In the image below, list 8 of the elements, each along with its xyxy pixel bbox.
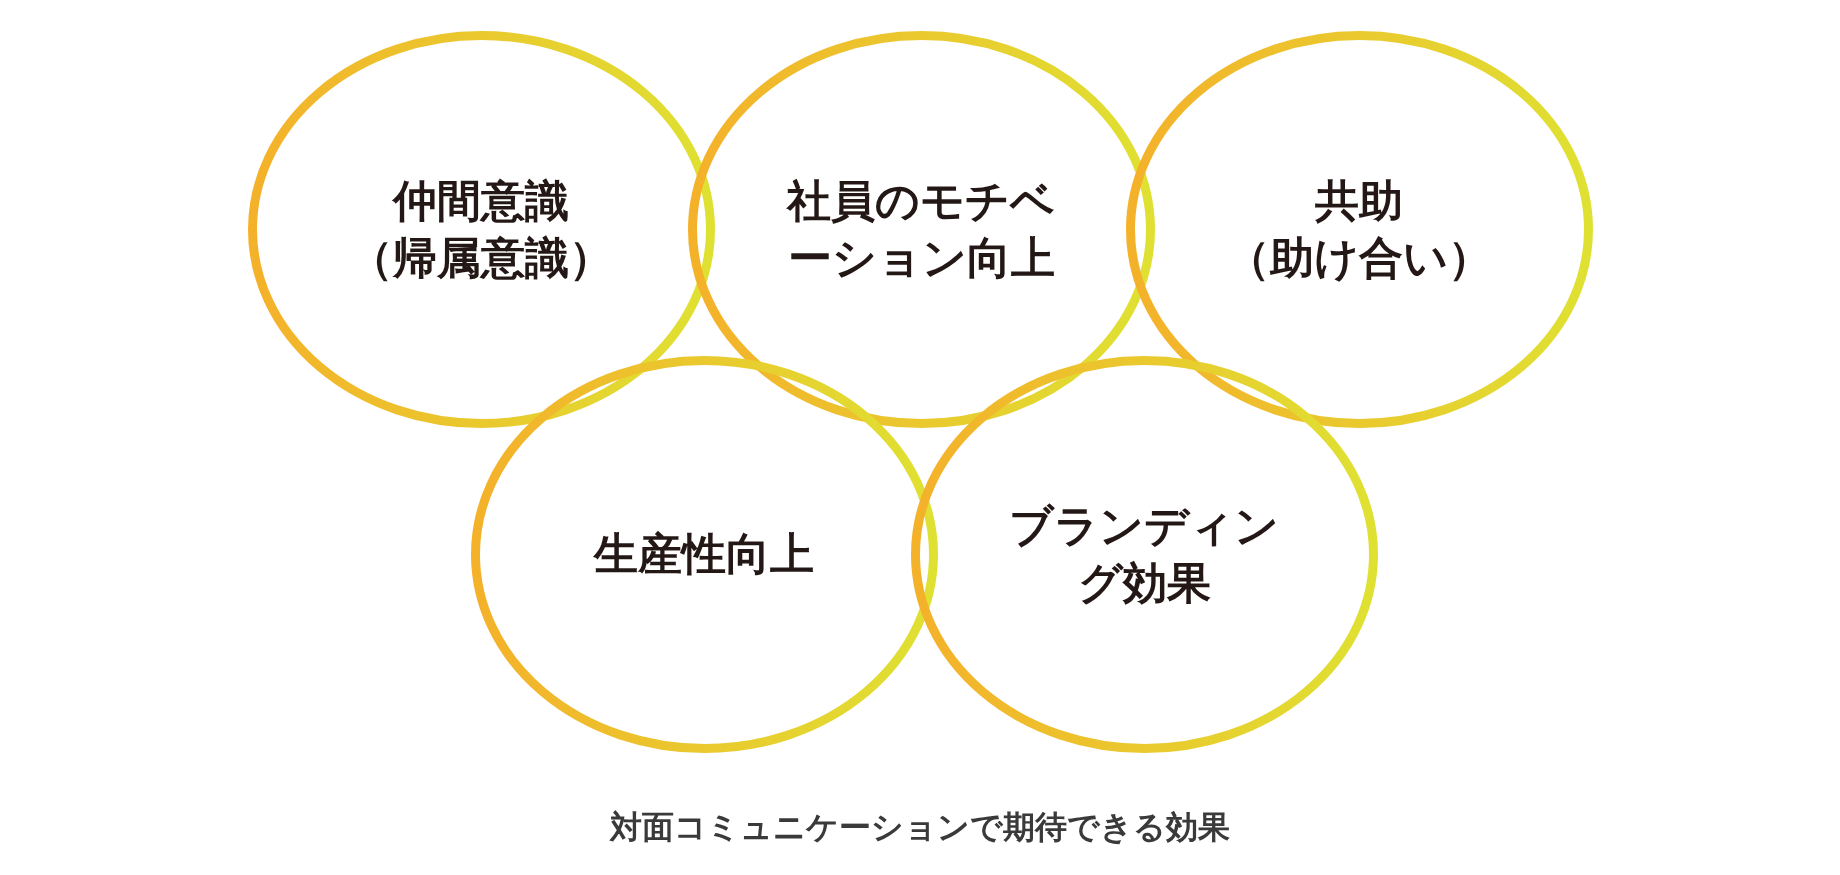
caption: 対面コミュニケーションで期待できる効果 bbox=[610, 808, 1230, 846]
node-label: 共助 bbox=[1315, 173, 1403, 228]
node-label: （帰属意識） bbox=[349, 231, 613, 285]
node-label: 生産性向上 bbox=[594, 527, 814, 582]
node-label: 社員のモチベーション向上 bbox=[785, 173, 1056, 285]
node-label: ブランディング効果 bbox=[1008, 498, 1280, 610]
node-label: 仲間意識 bbox=[393, 173, 569, 228]
node-label: （助け合い） bbox=[1226, 231, 1492, 285]
